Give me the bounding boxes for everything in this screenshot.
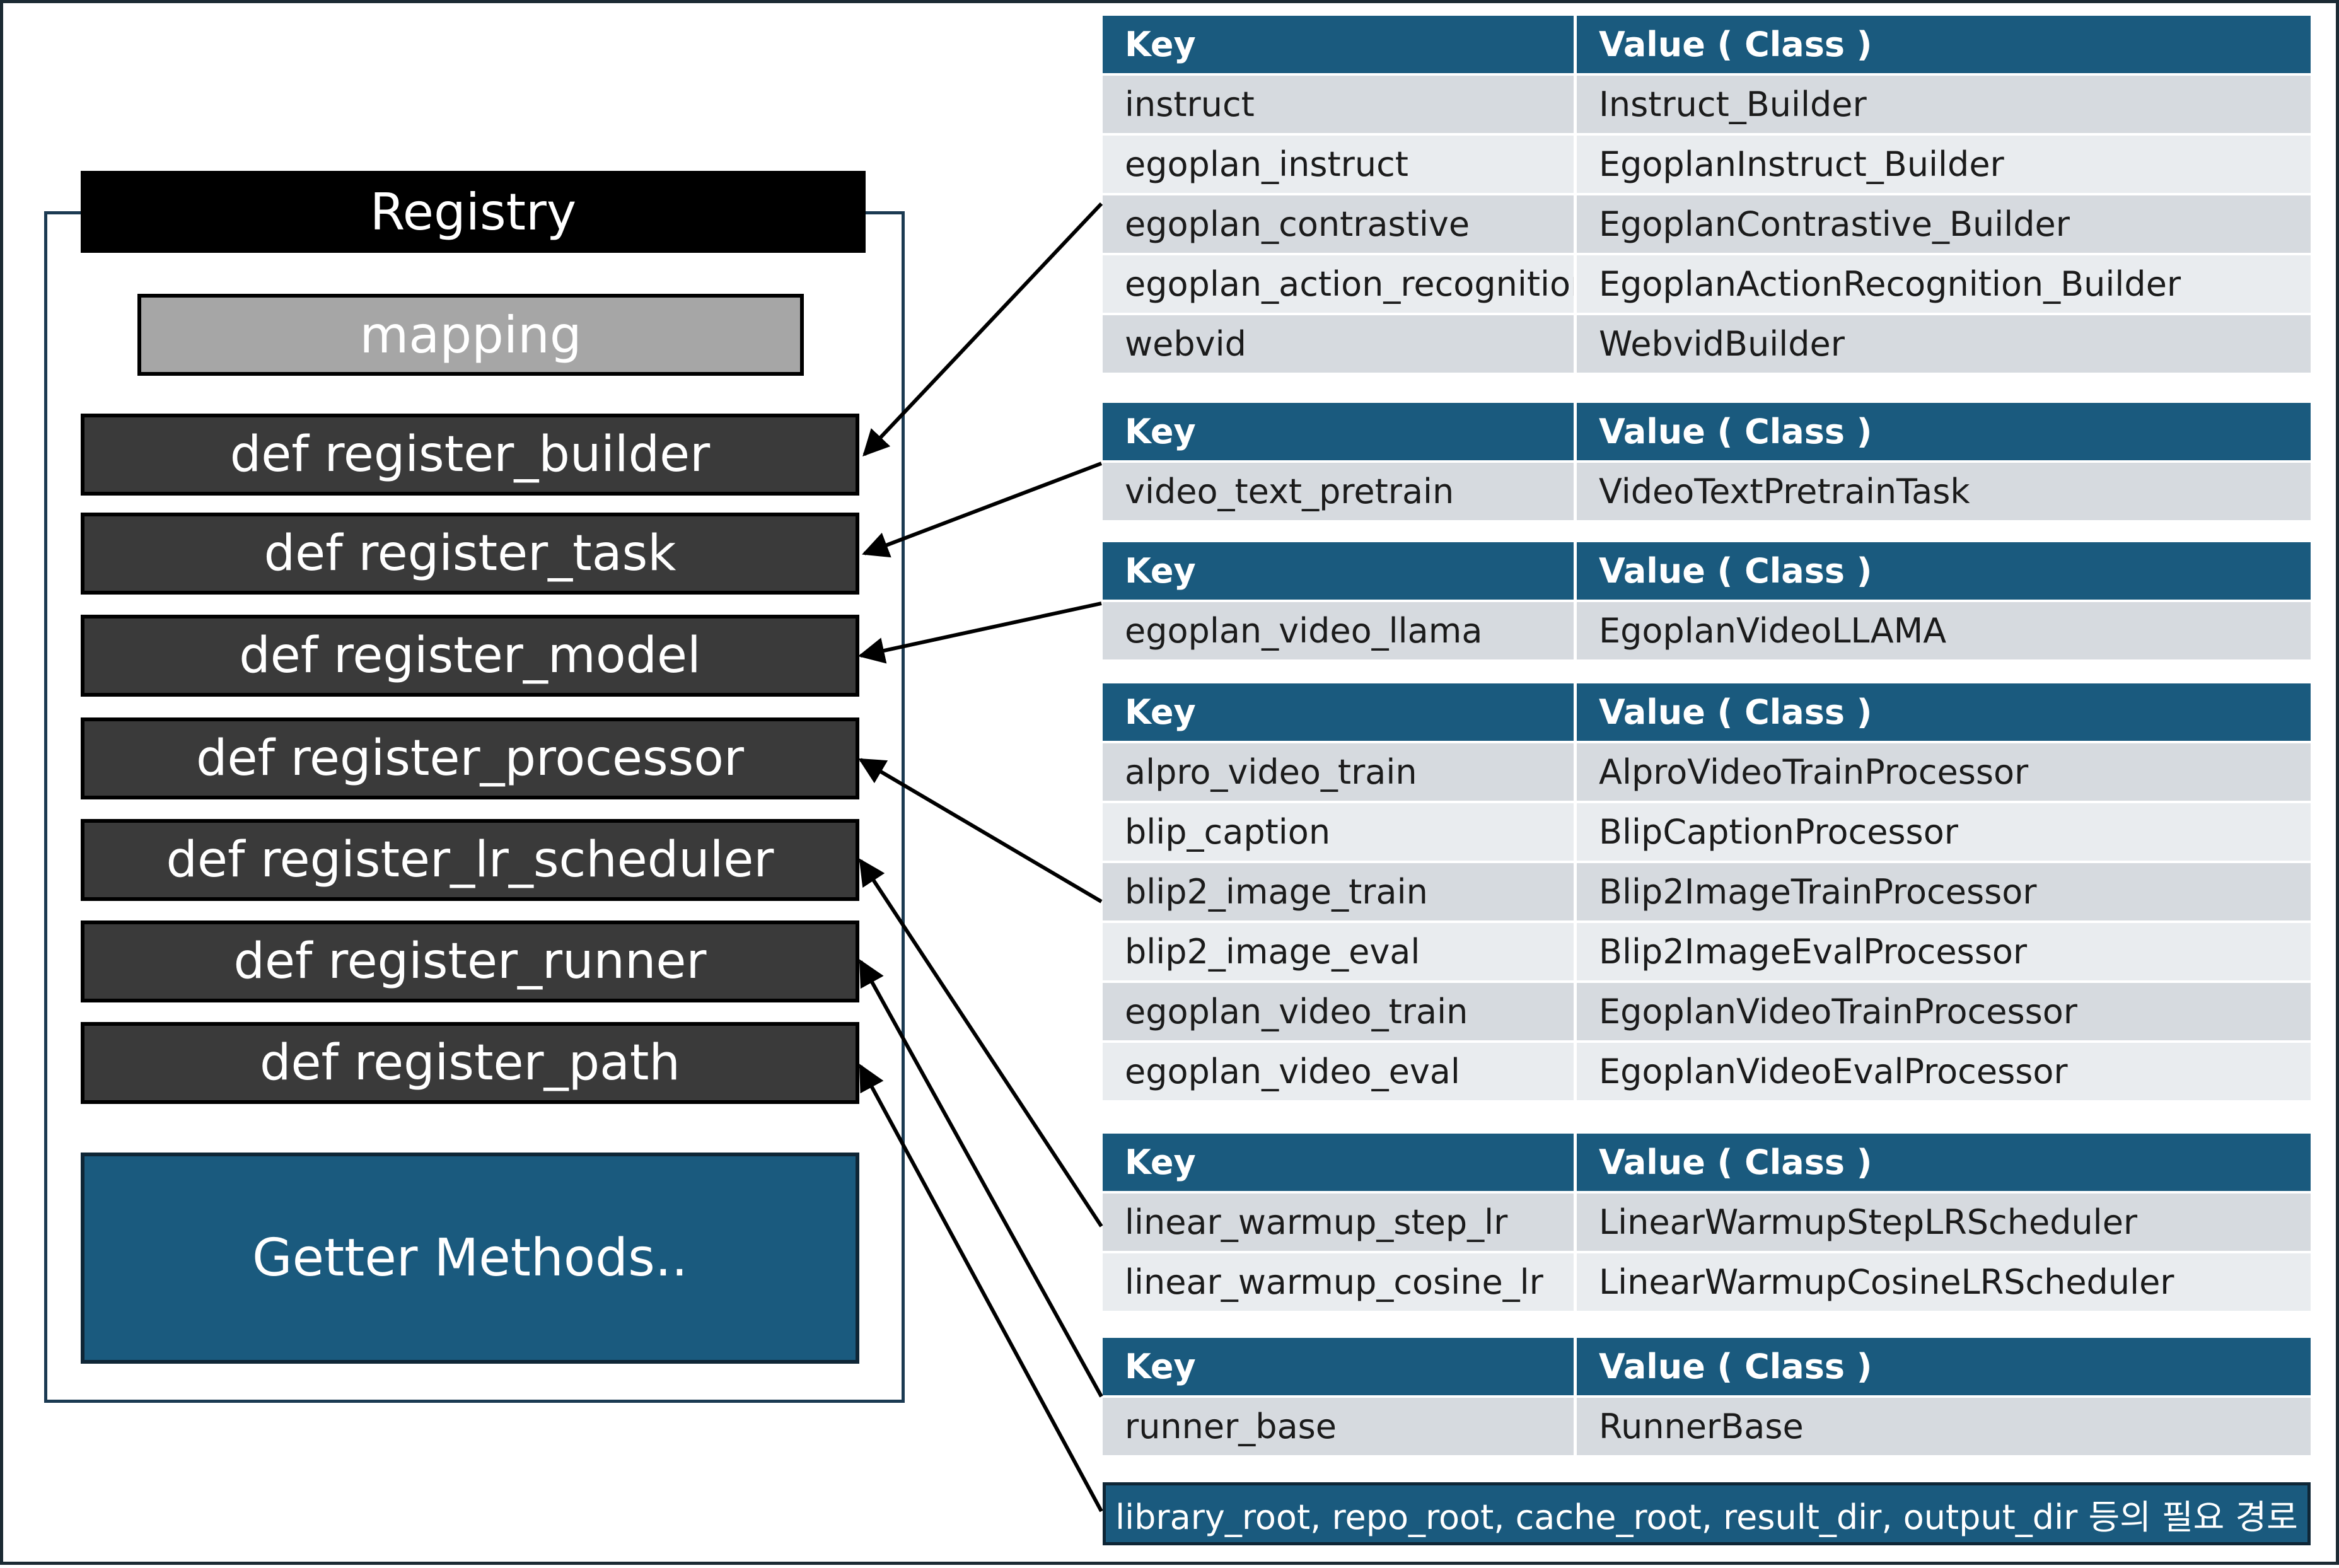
value-cell: Blip2ImageEvalProcessor bbox=[1577, 923, 2311, 983]
key-cell: webvid bbox=[1103, 315, 1577, 375]
model-table: Key Value ( Class ) egoplan_video_llama … bbox=[1103, 542, 2311, 662]
mapping-box: mapping bbox=[137, 294, 804, 376]
key-cell: video_text_pretrain bbox=[1103, 463, 1577, 523]
key-cell: blip2_image_eval bbox=[1103, 923, 1577, 983]
table-row: blip2_image_train Blip2ImageTrainProcess… bbox=[1103, 863, 2311, 923]
value-cell: BlipCaptionProcessor bbox=[1577, 803, 2311, 863]
key-header: Key bbox=[1103, 1338, 1577, 1398]
method-register-model: def register_model bbox=[81, 615, 859, 697]
table-row: egoplan_action_recognition EgoplanAction… bbox=[1103, 255, 2311, 315]
key-header: Key bbox=[1103, 1134, 1577, 1193]
key-cell: egoplan_video_train bbox=[1103, 983, 1577, 1043]
key-cell: runner_base bbox=[1103, 1398, 1577, 1458]
value-cell: VideoTextPretrainTask bbox=[1577, 463, 2311, 523]
value-header: Value ( Class ) bbox=[1577, 1338, 2311, 1398]
table-row: blip2_image_eval Blip2ImageEvalProcessor bbox=[1103, 923, 2311, 983]
value-cell: EgoplanVideoEvalProcessor bbox=[1577, 1043, 2311, 1103]
value-cell: EgoplanInstruct_Builder bbox=[1577, 136, 2311, 195]
task-table: Key Value ( Class ) video_text_pretrain … bbox=[1103, 403, 2311, 523]
key-header: Key bbox=[1103, 16, 1577, 76]
processor-table: Key Value ( Class ) alpro_video_train Al… bbox=[1103, 683, 2311, 1103]
key-cell: egoplan_instruct bbox=[1103, 136, 1577, 195]
value-cell: AlproVideoTrainProcessor bbox=[1577, 743, 2311, 803]
table-row: alpro_video_train AlproVideoTrainProcess… bbox=[1103, 743, 2311, 803]
table-row: linear_warmup_cosine_lr LinearWarmupCosi… bbox=[1103, 1253, 2311, 1313]
lr-scheduler-table: Key Value ( Class ) linear_warmup_step_l… bbox=[1103, 1134, 2311, 1313]
value-header: Value ( Class ) bbox=[1577, 683, 2311, 743]
value-cell: Blip2ImageTrainProcessor bbox=[1577, 863, 2311, 923]
key-cell: egoplan_video_eval bbox=[1103, 1043, 1577, 1103]
key-cell: linear_warmup_step_lr bbox=[1103, 1193, 1577, 1253]
key-cell: egoplan_video_llama bbox=[1103, 602, 1577, 662]
value-cell: WebvidBuilder bbox=[1577, 315, 2311, 375]
builder-table: Key Value ( Class ) instruct Instruct_Bu… bbox=[1103, 16, 2311, 375]
key-cell: blip2_image_train bbox=[1103, 863, 1577, 923]
method-register-runner: def register_runner bbox=[81, 920, 859, 1002]
value-cell: Instruct_Builder bbox=[1577, 76, 2311, 136]
key-cell: alpro_video_train bbox=[1103, 743, 1577, 803]
registry-title: Registry bbox=[81, 171, 866, 253]
method-register-processor: def register_processor bbox=[81, 717, 859, 799]
table-row: linear_warmup_step_lr LinearWarmupStepLR… bbox=[1103, 1193, 2311, 1253]
value-cell: RunnerBase bbox=[1577, 1398, 2311, 1458]
method-register-task: def register_task bbox=[81, 513, 859, 595]
value-cell: EgoplanVideoTrainProcessor bbox=[1577, 983, 2311, 1043]
value-cell: EgoplanVideoLLAMA bbox=[1577, 602, 2311, 662]
key-cell: blip_caption bbox=[1103, 803, 1577, 863]
value-cell: EgoplanActionRecognition_Builder bbox=[1577, 255, 2311, 315]
key-header: Key bbox=[1103, 403, 1577, 463]
value-header: Value ( Class ) bbox=[1577, 16, 2311, 76]
value-cell: LinearWarmupCosineLRScheduler bbox=[1577, 1253, 2311, 1313]
table-row: egoplan_instruct EgoplanInstruct_Builder bbox=[1103, 136, 2311, 195]
value-cell: EgoplanContrastive_Builder bbox=[1577, 195, 2311, 255]
path-note-box: library_root, repo_root, cache_root, res… bbox=[1103, 1482, 2311, 1545]
table-row: blip_caption BlipCaptionProcessor bbox=[1103, 803, 2311, 863]
table-row: webvid WebvidBuilder bbox=[1103, 315, 2311, 375]
value-header: Value ( Class ) bbox=[1577, 403, 2311, 463]
key-header: Key bbox=[1103, 542, 1577, 602]
value-cell: LinearWarmupStepLRScheduler bbox=[1577, 1193, 2311, 1253]
table-row: egoplan_contrastive EgoplanContrastive_B… bbox=[1103, 195, 2311, 255]
table-row: egoplan_video_eval EgoplanVideoEvalProce… bbox=[1103, 1043, 2311, 1103]
key-cell: instruct bbox=[1103, 76, 1577, 136]
key-cell: egoplan_action_recognition bbox=[1103, 255, 1577, 315]
getter-methods-box: Getter Methods.. bbox=[81, 1153, 859, 1364]
table-row: runner_base RunnerBase bbox=[1103, 1398, 2311, 1458]
runner-table: Key Value ( Class ) runner_base RunnerBa… bbox=[1103, 1338, 2311, 1458]
method-register-lr-scheduler: def register_lr_scheduler bbox=[81, 819, 859, 901]
table-row: egoplan_video_llama EgoplanVideoLLAMA bbox=[1103, 602, 2311, 662]
key-header: Key bbox=[1103, 683, 1577, 743]
value-header: Value ( Class ) bbox=[1577, 1134, 2311, 1193]
key-cell: egoplan_contrastive bbox=[1103, 195, 1577, 255]
table-row: instruct Instruct_Builder bbox=[1103, 76, 2311, 136]
method-register-path: def register_path bbox=[81, 1022, 859, 1104]
table-row: egoplan_video_train EgoplanVideoTrainPro… bbox=[1103, 983, 2311, 1043]
key-cell: linear_warmup_cosine_lr bbox=[1103, 1253, 1577, 1313]
method-register-builder: def register_builder bbox=[81, 414, 859, 496]
value-header: Value ( Class ) bbox=[1577, 542, 2311, 602]
table-row: video_text_pretrain VideoTextPretrainTas… bbox=[1103, 463, 2311, 523]
